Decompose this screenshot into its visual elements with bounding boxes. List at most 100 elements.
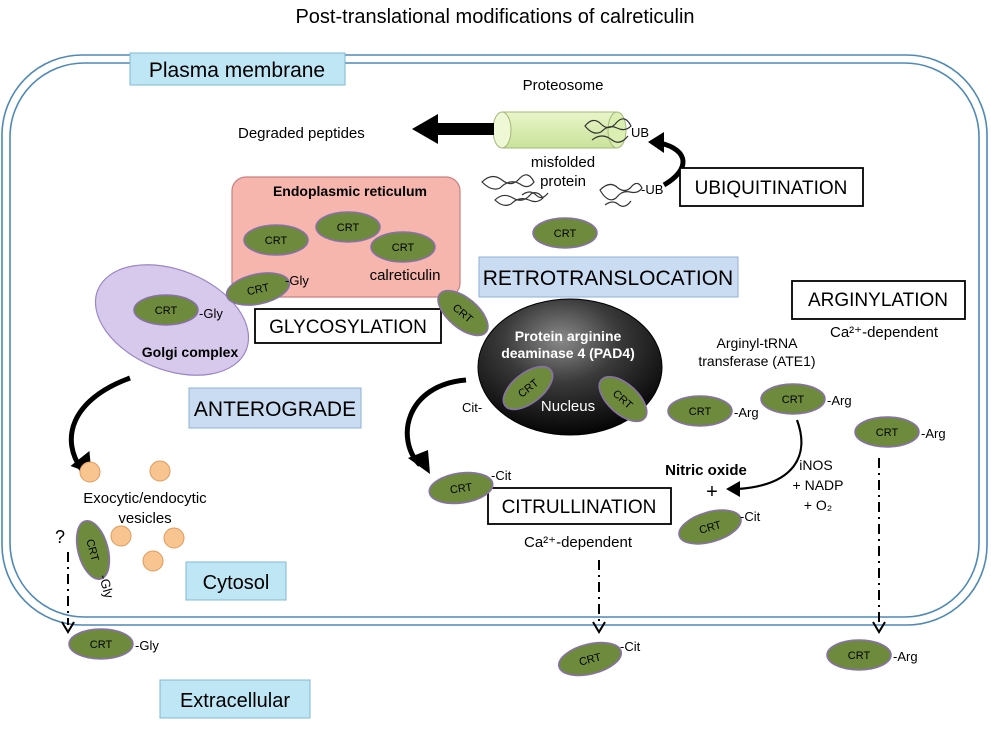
diagram-title: Post-translational modifications of calr…	[295, 6, 694, 28]
vesicle	[163, 527, 185, 549]
crt-label: CRT	[265, 235, 288, 247]
golgi-vesicle-arrow	[68, 375, 131, 474]
calreticulin-label: calreticulin	[370, 267, 441, 284]
vesicles-label-1: Exocytic/endocytic	[83, 490, 207, 507]
crt-ellipse	[428, 471, 494, 505]
pad4-label-2: deaminase 4 (PAD4)	[501, 345, 635, 361]
crt-molecule: CRT-Arg	[760, 383, 852, 415]
crt-molecule: CRT-Gly	[225, 272, 309, 306]
crt-molecule: CRT-Cit	[557, 639, 641, 677]
plasma-membrane-outer	[1, 54, 988, 626]
crt-label: CRT	[392, 242, 415, 254]
nucleus-label: Nucleus	[541, 398, 595, 415]
arginylation-ca-dependent: Ca²⁺-dependent	[830, 324, 939, 341]
cytosol-box: Cytosol	[185, 561, 287, 601]
crt-molecule: CRT	[437, 289, 489, 337]
crt-molecule: CRT	[315, 211, 381, 243]
crt-molecule: CRT -Cit	[428, 468, 512, 505]
crt-modification-label: -Gly	[199, 306, 223, 321]
crt-ellipse	[598, 375, 648, 423]
crt-label: CRT	[554, 228, 577, 240]
crt-molecule: CRT -Arg	[667, 395, 759, 427]
crt-ellipse	[370, 231, 436, 263]
crt-molecule: CRT	[502, 365, 554, 411]
degraded-peptides-label: Degraded peptides	[238, 125, 365, 142]
plasma-membrane-inner	[9, 62, 980, 618]
citrullination-box: CITRULLINATION	[487, 487, 672, 525]
nadp-label: + NADP	[793, 477, 844, 493]
citrullination-ca-dependent: Ca²⁺-dependent	[524, 534, 633, 551]
o2-label: + O₂	[804, 497, 832, 513]
crt-ellipse	[667, 395, 733, 427]
nitric-oxide-label: Nitric oxide	[665, 462, 747, 479]
extracellular-text: Extracellular	[180, 690, 290, 712]
vesicles-label-2: vesicles	[118, 510, 171, 527]
dashdot-arrows	[67, 458, 880, 625]
crt-ellipse	[437, 289, 489, 337]
crt-label: CRT	[449, 481, 473, 496]
crt-label: CRT	[90, 639, 113, 651]
crt-molecule: CRT -Arg	[854, 416, 946, 448]
crt-modification-label: -Cit	[740, 509, 761, 524]
crt-label: CRT	[578, 651, 603, 668]
nitric-oxide-arrow	[726, 419, 803, 497]
plus-sign: +	[706, 481, 718, 503]
er-label: Endoplasmic reticulum	[273, 183, 427, 199]
crt-ellipse	[826, 639, 892, 671]
ate1-label-2: transferase (ATE1)	[698, 353, 815, 369]
crt-label: CRT	[155, 305, 178, 317]
glycosylation-text: GLYCOSYLATION	[269, 317, 427, 338]
crt-molecule: CRT -Arg	[826, 639, 918, 671]
crt-modification-label: -Arg	[734, 405, 759, 420]
anterograde-box: ANTEROGRADE	[188, 387, 362, 429]
question-mark: ?	[55, 527, 65, 547]
plasma-membrane-label: Plasma membrane	[129, 52, 346, 86]
misfolded-text-1: misfolded	[531, 154, 595, 171]
crt-label: CRT	[876, 427, 899, 439]
crt-ellipse	[854, 416, 920, 448]
vesicles	[79, 460, 185, 572]
crt-ellipse	[678, 509, 742, 545]
crt-modification-label: -Gly	[285, 273, 309, 288]
pad4-label-1: Protein arginine	[515, 328, 622, 344]
inos-label: iNOS	[799, 457, 832, 473]
crt-modification-label: -Arg	[893, 649, 918, 664]
crt-ellipse	[760, 383, 826, 415]
crt-label: CRT	[689, 406, 712, 418]
crt-ellipse	[243, 224, 309, 256]
arginylation-text: ARGINYLATION	[808, 290, 948, 311]
plasma-membrane-text: Plasma membrane	[149, 59, 325, 82]
crt-ellipse	[68, 628, 134, 660]
cytosol-text: Cytosol	[203, 572, 270, 594]
crt-ellipse	[557, 641, 623, 677]
crt-molecule: CRT	[243, 224, 309, 256]
ub-label-bottom: -UB	[641, 182, 663, 197]
crt-label: CRT	[83, 538, 100, 563]
crt-molecule: CRT-Cit	[678, 509, 761, 545]
glycosylation-box: GLYCOSYLATION	[254, 308, 442, 344]
crt-modification-label: -Arg	[921, 426, 946, 441]
crt-molecule: CRT	[370, 231, 436, 263]
crt-molecule: CRT	[532, 217, 598, 249]
crt-modification-label: -Cit	[491, 468, 512, 483]
crt-label: CRT	[848, 650, 871, 662]
retrotranslocation-text: RETROTRANSLOCATION	[483, 267, 733, 290]
crt-ellipse	[315, 211, 381, 243]
dashdot-arrowheads	[61, 621, 886, 634]
misfolded-text-2: protein	[540, 173, 586, 190]
ate1-label-1: Arginyl-tRNA	[717, 335, 799, 351]
crt-ellipse	[133, 294, 199, 326]
crt-modification-label: -Arg	[827, 393, 852, 408]
ubiquitination-text: UBIQUITINATION	[695, 178, 848, 199]
ubiquitination-arrow	[648, 132, 686, 188]
cit-left-label: Cit-	[462, 400, 482, 415]
vesicle	[110, 525, 132, 547]
retrotranslocation-box: RETROTRANSLOCATION	[478, 256, 739, 298]
crt-molecule: CRT -Gly	[133, 294, 223, 326]
proteosome-cylinder	[492, 111, 627, 149]
golgi-label: Golgi complex	[142, 344, 239, 360]
crt-label: CRT	[337, 222, 360, 234]
anterograde-text: ANTEROGRADE	[194, 398, 356, 421]
